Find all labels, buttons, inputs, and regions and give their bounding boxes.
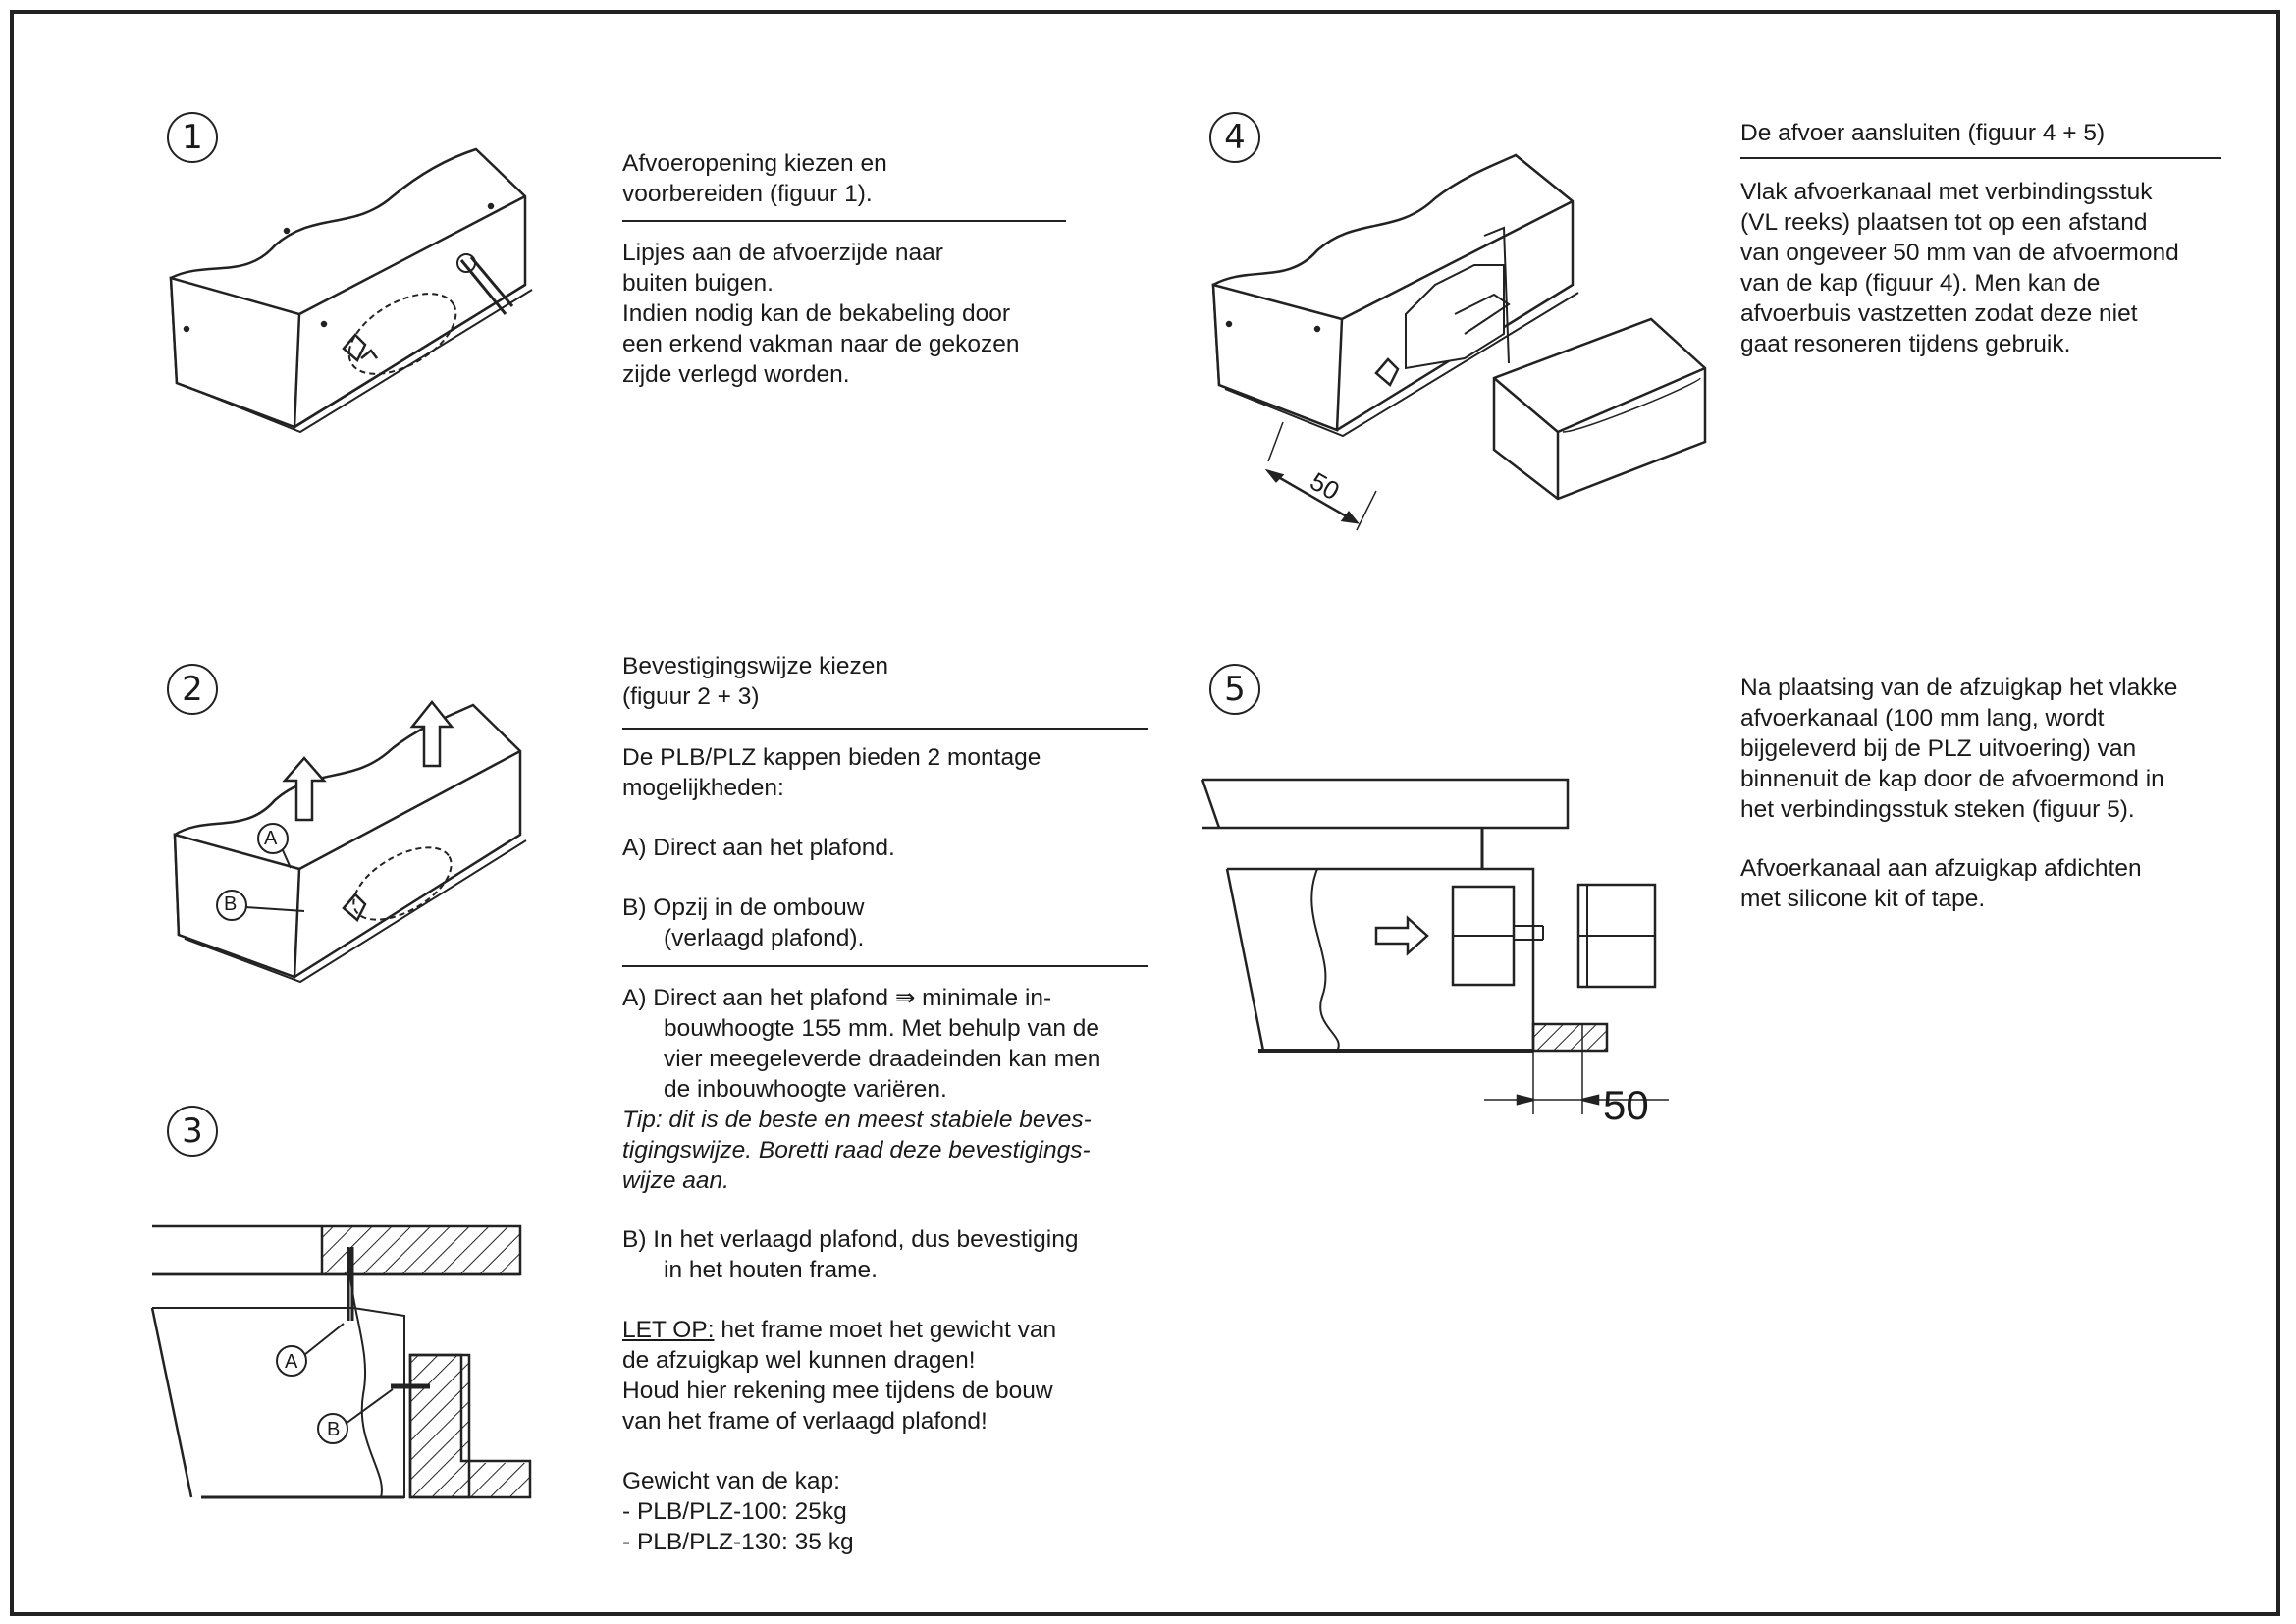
figure-2-number: 2 [167, 664, 218, 715]
section-1-heading: Afvoeropening kiezen en voorbereiden (fi… [622, 150, 887, 207]
figure-3-label-b: B [327, 1419, 341, 1440]
figure-5-number: 5 [1209, 664, 1260, 715]
page-border [10, 10, 2280, 1616]
figure-2-label-a: A [264, 828, 278, 849]
figure-4-illustration [1209, 137, 1720, 540]
section-4-rule [1740, 157, 2221, 159]
figure-5-dimension: 50 [1603, 1082, 1649, 1128]
figure-3-number: 3 [167, 1106, 218, 1157]
section-4-body: Vlak afvoerkanaal met verbindingsstuk (V… [1740, 179, 2179, 357]
section-2-detail-b: B) In het verlaagd plafond, dus bevestig… [622, 1226, 1079, 1283]
figure-3-label-a: A [285, 1351, 298, 1373]
section-2-heading: Bevestigingswijze kiezen (figuur 2 + 3) [622, 653, 888, 710]
warning-label: LET OP: [622, 1317, 715, 1343]
section-1-rule [622, 220, 1066, 222]
section-4-heading: De afvoer aansluiten (figuur 4 + 5) [1740, 120, 2106, 146]
figure-2-label-b: B [224, 893, 238, 915]
section-2-detail-a: A) Direct aan het plafond ⇛ minimale in-… [622, 985, 1101, 1194]
section-2-rule-top [622, 728, 1148, 730]
figure-2-illustration [167, 687, 560, 992]
section-2-rule-bottom [622, 965, 1148, 967]
figure-4-number: 4 [1209, 112, 1260, 163]
section-1-body: Lipjes aan de afvoerzijde naar buiten bu… [622, 240, 1020, 388]
section-2-option-b: B) Opzij in de ombouw (verlaagd plafond)… [622, 894, 865, 951]
section-2-warning: LET OP: het frame moet het gewicht van d… [622, 1317, 1057, 1435]
section-5-body: Na plaatsing van de afzuigkap het vlakke… [1740, 675, 2178, 823]
section-5-sealing: Afvoerkanaal aan afzuigkap afdichten met… [1740, 855, 2142, 912]
section-2-intro: De PLB/PLZ kappen bieden 2 montage mogel… [622, 744, 1041, 801]
figure-5-illustration [1200, 771, 1671, 1154]
section-2-weights: Gewicht van de kap: - PLB/PLZ-100: 25kg … [622, 1468, 854, 1555]
figure-1-illustration [167, 137, 579, 452]
section-2-option-a: A) Direct aan het plafond. [622, 835, 895, 861]
figure-3-illustration [147, 1218, 540, 1502]
figure-1-number: 1 [167, 112, 218, 163]
